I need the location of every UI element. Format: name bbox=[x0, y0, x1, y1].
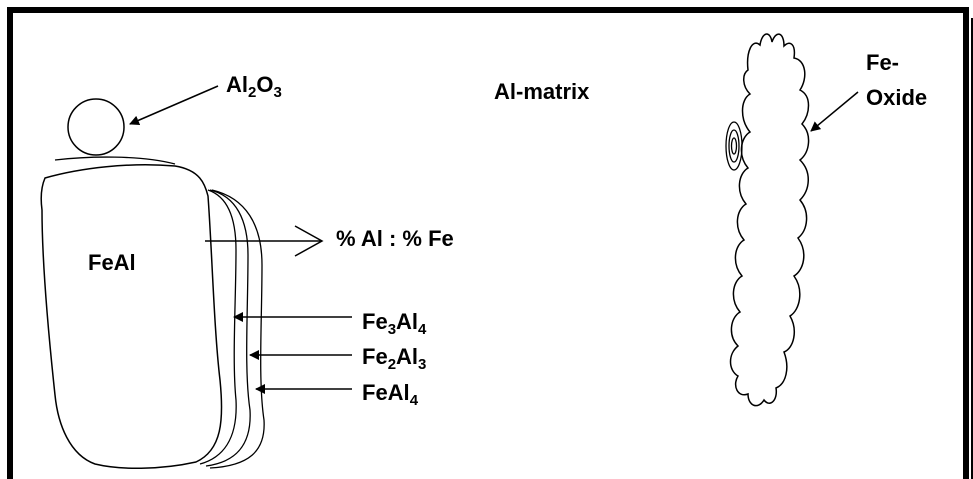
feal4-label: FeAl4 bbox=[362, 380, 419, 409]
fe-oxide-nucleus-mid bbox=[728, 129, 740, 163]
layer-fe3al4 bbox=[199, 189, 237, 465]
fe-oxide-nucleus-inner bbox=[730, 137, 738, 155]
fe3al4-label: Fe3Al4 bbox=[362, 309, 427, 338]
fe-oxide-label-line2: Oxide bbox=[866, 85, 927, 110]
feal-particle-top-edge bbox=[54, 156, 176, 165]
al2o3-label: Al2O3 bbox=[226, 72, 282, 101]
layer-feal4 bbox=[209, 189, 265, 469]
al2o3-particle bbox=[67, 98, 125, 156]
fe-oxide-particle bbox=[729, 33, 810, 407]
layer-fe2al3 bbox=[205, 189, 251, 467]
feal-particle bbox=[40, 164, 223, 470]
fe-oxide-label-line1: Fe- bbox=[866, 50, 899, 75]
al-matrix-label: Al-matrix bbox=[494, 79, 590, 104]
ratio-arrow-head bbox=[294, 225, 324, 257]
al2o3-arrow bbox=[129, 85, 219, 126]
feal-label: FeAl bbox=[88, 250, 136, 275]
ratio-label: % Al : % Fe bbox=[336, 226, 454, 251]
fe-oxide-nucleus-outer bbox=[725, 121, 743, 171]
frame-border bbox=[7, 7, 969, 479]
fe-oxide-arrow bbox=[810, 91, 859, 132]
fe2al3-label: Fe2Al3 bbox=[362, 344, 426, 373]
